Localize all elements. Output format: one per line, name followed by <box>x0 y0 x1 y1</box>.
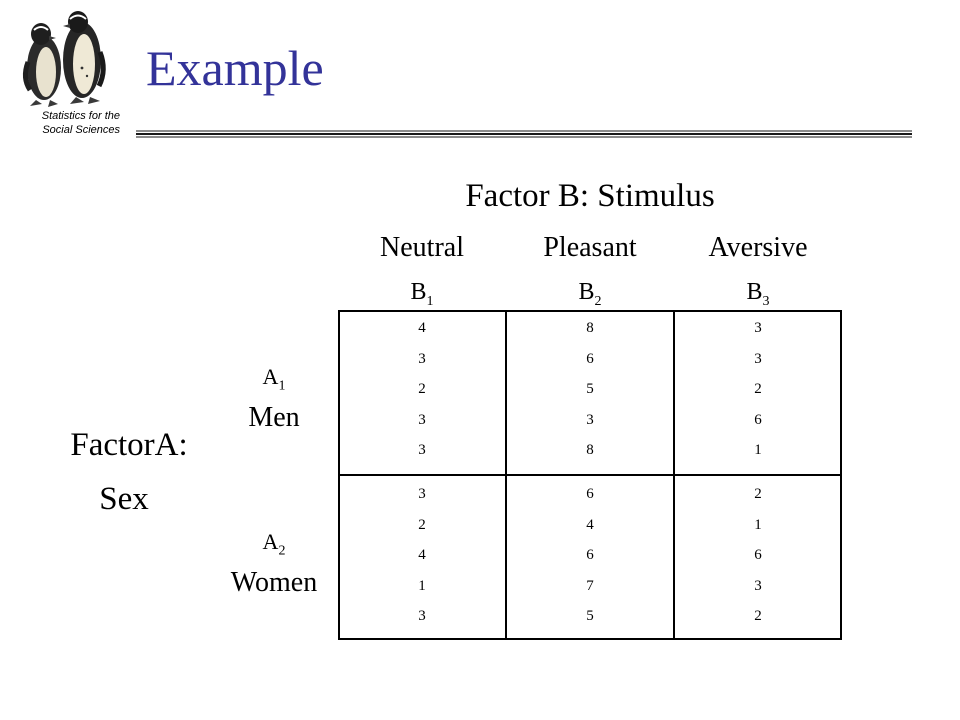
logo-caption-line-2: Social Sciences <box>42 124 120 136</box>
column-code-b1: B1 <box>410 279 434 309</box>
column-name-aversive: Aversive <box>708 232 808 263</box>
factor-a-title-line-2: Sex <box>99 481 149 517</box>
row-name-men: Men <box>248 402 300 433</box>
row-code-a1: A1 <box>262 364 286 394</box>
logo-caption-line-1: Statistics for the <box>41 110 120 122</box>
page-title: Example <box>146 40 324 96</box>
row-name-women: Women <box>230 567 318 598</box>
column-name-neutral: Neutral <box>380 232 464 263</box>
header-rule <box>136 130 912 138</box>
factor-a-title-line-1: FactorA: <box>70 427 188 463</box>
data-table-grid <box>338 310 842 640</box>
column-name-pleasant: Pleasant <box>543 232 637 263</box>
column-code-b2: B2 <box>578 279 602 309</box>
column-code-b3: B3 <box>746 279 770 309</box>
factor-b-title: Factor B: Stimulus <box>465 178 715 214</box>
penguins-logo-icon <box>22 11 106 107</box>
row-code-a2: A2 <box>262 529 286 559</box>
